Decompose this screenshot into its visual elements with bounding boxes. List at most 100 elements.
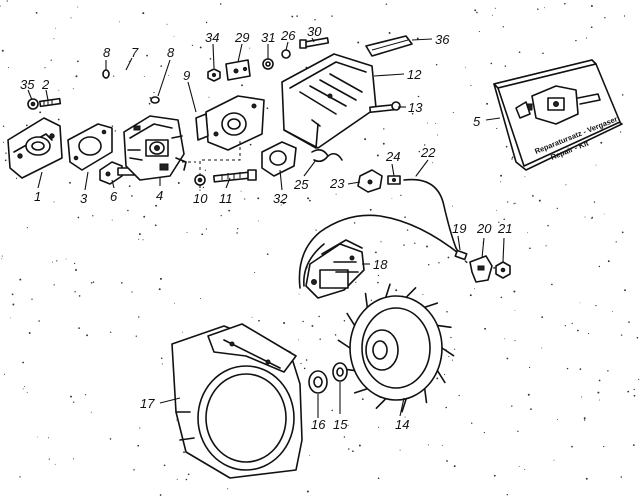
speckle xyxy=(604,17,606,19)
part-21-nut xyxy=(495,261,511,279)
speckle xyxy=(119,21,120,23)
speckle xyxy=(458,394,460,397)
speckle xyxy=(77,6,79,8)
speckle xyxy=(383,128,385,130)
speckle xyxy=(620,476,623,478)
speckle xyxy=(174,302,175,304)
speckle xyxy=(450,336,452,339)
speckle xyxy=(500,174,503,177)
speckle xyxy=(254,271,256,274)
flywheel-fin xyxy=(436,369,446,384)
speckle xyxy=(173,35,175,37)
part-17-fan-housing xyxy=(171,323,303,479)
speckle xyxy=(7,66,9,69)
part-24-nipple xyxy=(387,175,401,185)
speckle xyxy=(524,468,526,470)
label-22: 22 xyxy=(420,145,436,160)
speckle xyxy=(280,204,282,206)
speckle xyxy=(361,398,364,400)
speckle xyxy=(565,184,567,186)
speckle xyxy=(600,141,603,144)
speckle xyxy=(590,5,593,7)
speckle xyxy=(39,111,42,114)
part-22-cable xyxy=(403,178,463,259)
speckle xyxy=(28,332,31,334)
label-35: 35 xyxy=(20,77,35,92)
speckle xyxy=(176,419,177,421)
speckle xyxy=(446,310,448,313)
speckle xyxy=(435,64,438,66)
speckle xyxy=(65,258,67,260)
speckle xyxy=(353,222,356,224)
part-9-carb-spacer xyxy=(195,95,265,151)
speckle xyxy=(227,488,229,490)
speckle xyxy=(503,218,505,221)
speckle xyxy=(25,124,28,127)
speckle xyxy=(524,176,526,178)
speckle xyxy=(447,256,450,259)
speckle xyxy=(10,317,11,319)
speckle xyxy=(111,219,113,221)
speckle xyxy=(52,261,53,263)
part-4-carburetor xyxy=(123,115,187,181)
label-34: 34 xyxy=(205,30,219,45)
speckle xyxy=(22,361,24,364)
speckle xyxy=(416,37,419,40)
speckle xyxy=(465,261,468,264)
speckle xyxy=(417,95,420,98)
speckle xyxy=(70,395,72,398)
speckle xyxy=(500,181,502,183)
speckle xyxy=(370,299,373,301)
speckle xyxy=(146,54,148,57)
speckle xyxy=(395,289,398,292)
speckle xyxy=(12,303,15,306)
speckle xyxy=(177,182,180,184)
label-19: 19 xyxy=(452,221,466,236)
speckle xyxy=(138,233,141,236)
speckle xyxy=(166,23,168,25)
speckle xyxy=(505,145,508,148)
speckle xyxy=(452,111,454,113)
speckle xyxy=(137,444,140,447)
speckle xyxy=(186,232,188,233)
speckle xyxy=(53,201,55,203)
speckle xyxy=(149,97,151,99)
flywheel-fin xyxy=(353,387,369,394)
speckle xyxy=(426,122,428,124)
speckle xyxy=(283,322,286,324)
label-2: 2 xyxy=(41,77,50,92)
speckle xyxy=(53,38,55,40)
flywheel-fins xyxy=(337,283,455,413)
speckle xyxy=(438,262,440,264)
speckle xyxy=(530,408,532,410)
part-1-intake-flange xyxy=(7,117,63,179)
speckle xyxy=(72,458,75,460)
speckle xyxy=(77,216,80,219)
speckle xyxy=(305,359,308,361)
speckle xyxy=(633,388,635,391)
speckle xyxy=(199,297,202,300)
speckle xyxy=(424,144,426,146)
speckle xyxy=(300,362,302,365)
speckle xyxy=(38,320,40,322)
part-35-washer xyxy=(27,98,39,110)
speckle xyxy=(228,209,231,212)
speckle xyxy=(504,65,507,67)
part-8-ring-left xyxy=(102,69,110,79)
speckle xyxy=(249,143,252,146)
speckle xyxy=(541,347,543,349)
speckle xyxy=(498,221,500,223)
part-18-ignition-module xyxy=(298,214,463,299)
speckle xyxy=(404,216,406,218)
speckle xyxy=(347,424,349,426)
speckle xyxy=(358,444,361,447)
speckle xyxy=(527,393,530,396)
speckle xyxy=(553,459,555,461)
speckle xyxy=(607,370,609,372)
speckle xyxy=(1,258,3,260)
label-32: 32 xyxy=(273,191,288,206)
flywheel-fin xyxy=(385,283,391,299)
speckle xyxy=(306,490,309,493)
speckle xyxy=(621,231,624,234)
